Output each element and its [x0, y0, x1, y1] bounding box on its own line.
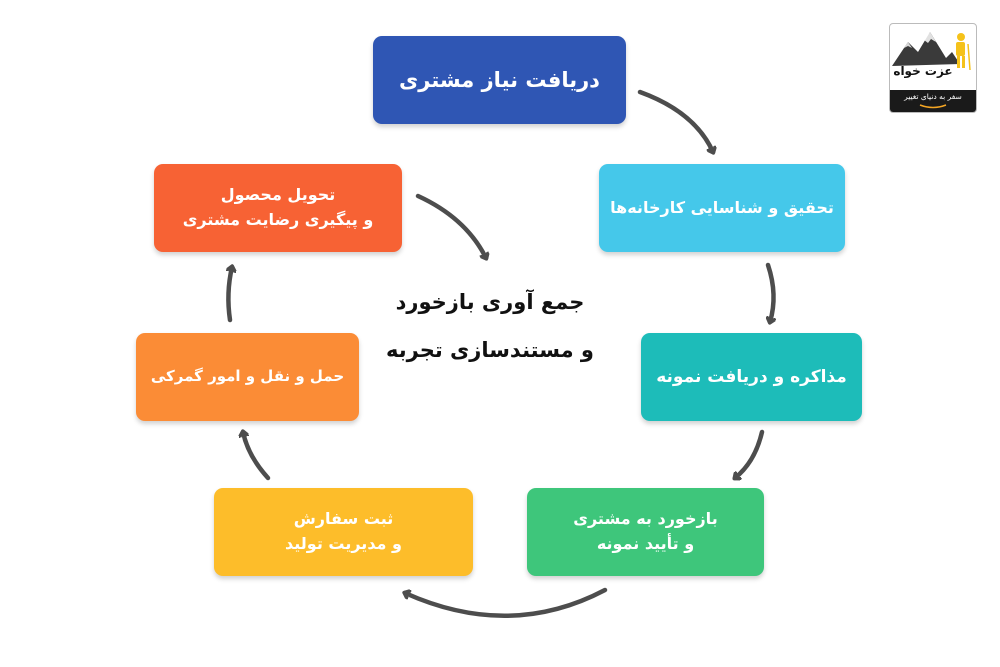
step-box-shipping-customs: حمل و نقل و امور گمرکی — [136, 333, 359, 421]
brand-logo: عزت خواه سفر به دنیای تغییر — [889, 23, 977, 113]
step-box-delivery-satisfaction: تحویل محصول و پیگیری رضایت مشتری — [154, 164, 402, 252]
step-label-line-2: و مدیریت تولید — [285, 534, 402, 553]
step-box-negotiation-sample: مذاکره و دریافت نمونه — [641, 333, 862, 421]
arrow-step4-to-step5 — [405, 587, 608, 618]
step-label-line-2: و پیگیری رضایت مشتری — [182, 210, 374, 229]
smile-arrow-icon — [919, 104, 947, 109]
logo-title: عزت خواه — [893, 64, 953, 78]
arrow-step6-to-step7 — [228, 267, 232, 323]
step-label: حمل و نقل و امور گمرکی — [150, 367, 345, 386]
step-box-factory-research: تحقیق و شناسایی کارخانه‌ها — [599, 164, 845, 252]
center-caption-line-1: جمع آوری بازخورد — [395, 290, 585, 314]
step-label: مذاکره و دریافت نمونه — [656, 366, 847, 387]
arrow-step2-to-step3 — [768, 262, 774, 322]
logo-tagline: سفر به دنیای تغییر — [904, 92, 962, 101]
arrow-step5-to-step6 — [243, 432, 271, 481]
step-box-receive-customer-need: دریافت نیاز مشتری — [373, 36, 626, 124]
mountain-hiker-icon — [892, 32, 971, 71]
step-label-line-1: بازخورد به مشتری — [573, 509, 718, 529]
step-box-order-production: ثبت سفارش و مدیریت تولید — [214, 488, 473, 576]
step-box-customer-feedback-approval: بازخورد به مشتری و تأیید نمونه — [527, 488, 764, 576]
step-label: تحقیق و شناسایی کارخانه‌ها — [610, 197, 834, 217]
arrow-step7-to-center — [415, 193, 486, 258]
step-label-line-1: ثبت سفارش — [293, 509, 394, 529]
step-label-line-2: و تأیید نمونه — [596, 534, 695, 553]
center-caption-line-2: و مستندسازی تجربه — [386, 338, 594, 362]
arrow-step3-to-step4 — [735, 429, 765, 478]
center-caption: جمع آوری بازخورد و مستندسازی تجربه — [370, 278, 610, 374]
arrow-step1-to-step2 — [637, 89, 713, 152]
step-label-line-1: تحویل محصول — [220, 185, 336, 205]
step-label: دریافت نیاز مشتری — [399, 67, 600, 92]
logo-tagline-band: سفر به دنیای تغییر — [890, 90, 976, 112]
